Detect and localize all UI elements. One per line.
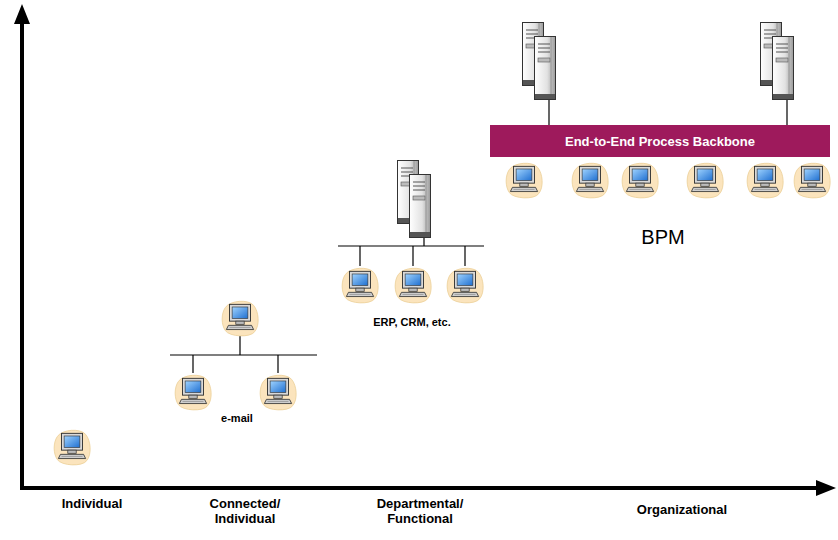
process-backbone-band: End-to-End Process Backbone: [490, 125, 830, 157]
server-icon: [398, 161, 431, 238]
axis-label: Connected/ Individual: [202, 497, 288, 527]
axis-arrowhead: [14, 4, 30, 24]
caption-label: ERP, CRM, etc.: [342, 316, 482, 329]
computer-icon: [572, 163, 608, 198]
computer-icon: [687, 163, 723, 198]
network-wire: [412, 246, 413, 266]
computer-icon: [54, 430, 90, 465]
caption-label: e-mail: [207, 412, 267, 425]
network-wire: [359, 246, 360, 266]
computer-icon: [506, 163, 542, 198]
computer-icon: [395, 268, 431, 303]
network-wire: [786, 100, 787, 126]
network-wire: [423, 238, 424, 246]
caption-label: BPM: [613, 226, 713, 249]
network-wire: [464, 246, 465, 266]
computer-icon: [260, 375, 296, 410]
axis-label: Departmental/ Functional: [366, 497, 474, 527]
computer-icon: [794, 163, 830, 198]
computer-icon: [447, 268, 483, 303]
network-wire: [277, 355, 278, 373]
computer-icon: [222, 301, 258, 336]
computer-icon: [622, 163, 658, 198]
server-icon: [523, 23, 556, 100]
computer-icon: [342, 268, 378, 303]
axis-label: Organizational: [607, 503, 757, 518]
server-icon: [761, 23, 794, 100]
network-wire: [192, 355, 193, 373]
network-wire: [548, 100, 549, 126]
x-axis: [20, 486, 820, 490]
axis-label: Individual: [42, 497, 142, 512]
network-bus: [170, 354, 317, 355]
computer-icon: [175, 375, 211, 410]
computer-icon: [747, 163, 783, 198]
band-text: End-to-End Process Backbone: [565, 134, 755, 149]
network-wire: [239, 336, 240, 355]
axis-arrowhead: [816, 480, 836, 496]
y-axis: [20, 20, 24, 490]
